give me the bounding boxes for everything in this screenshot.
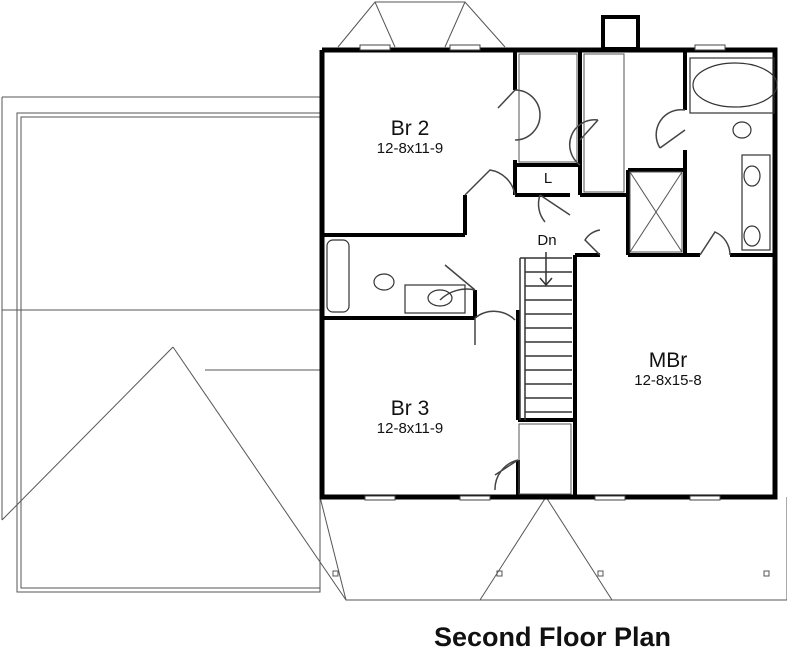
windows — [359, 44, 726, 501]
room-dimensions: 12-8x15-8 — [634, 372, 702, 389]
room-label-mbr: MBr 12-8x15-8 — [634, 349, 702, 390]
stairs — [519, 252, 572, 420]
bath-fixtures — [326, 57, 778, 314]
stairs-down-label: Dn — [537, 232, 557, 249]
room-dimensions: 12-8x11-9 — [376, 420, 444, 437]
linen-closet-label: L — [543, 170, 553, 187]
closets — [518, 53, 683, 495]
roof-outline — [1, 1, 787, 601]
room-name: Br 3 — [390, 397, 430, 420]
plan-title: Second Floor Plan — [434, 622, 672, 652]
exterior-walls — [319, 15, 778, 500]
room-name: MBr — [648, 349, 688, 372]
doors — [439, 89, 731, 491]
room-label-br2: Br 2 12-8x11-9 — [376, 117, 444, 158]
interior-walls — [322, 50, 775, 497]
room-name: Br 2 — [390, 117, 430, 140]
room-label-br3: Br 3 12-8x11-9 — [376, 397, 444, 438]
room-dimensions: 12-8x11-9 — [376, 140, 444, 157]
